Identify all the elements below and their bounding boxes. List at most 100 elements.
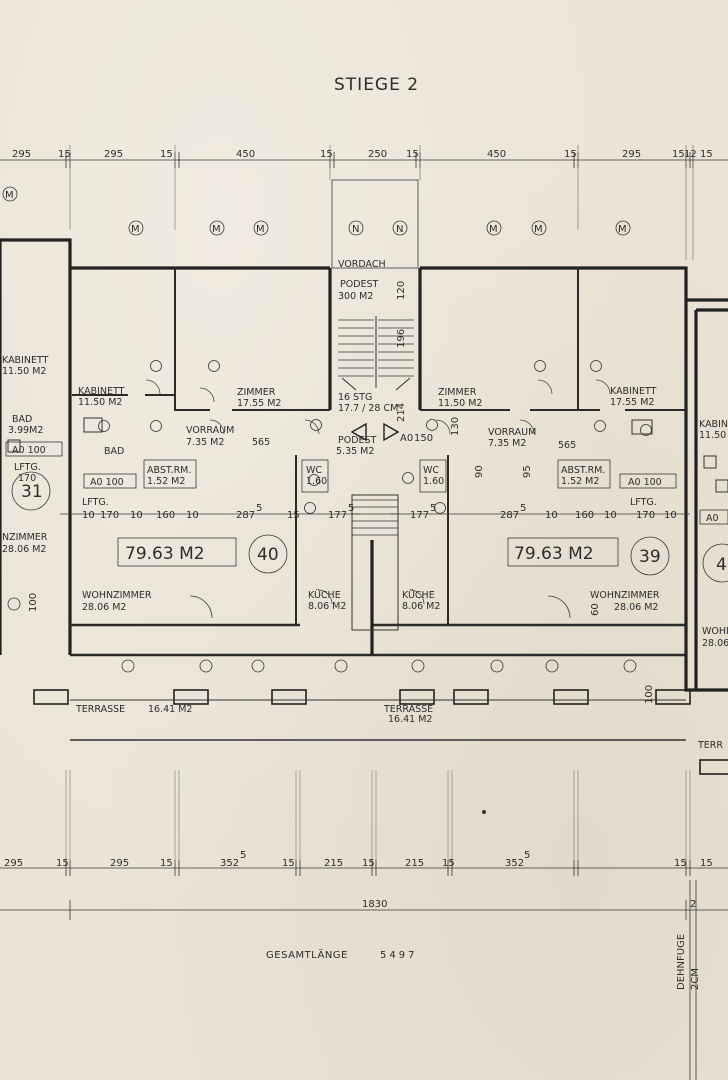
terrace-divider-2 xyxy=(271,689,307,705)
unitfr-terrasse: TERR xyxy=(697,740,723,751)
axis-marker-1: M xyxy=(131,224,140,235)
top-dim-2: 15 xyxy=(58,149,71,160)
stair-podest-top-area: 300 M2 xyxy=(338,291,373,302)
top-dim-4: 15 xyxy=(160,149,173,160)
unit40-rowdim-4: 160 xyxy=(156,510,175,521)
unit39-rowdim-8: 170 xyxy=(636,510,655,521)
unit40-rowdim-2: 170 xyxy=(100,510,119,521)
bottom-dim-9: 15 xyxy=(362,858,375,869)
unit39-rowdim-1: 177 xyxy=(410,510,429,521)
misc-dim-95: 95 xyxy=(522,465,533,478)
facade-marker-0 xyxy=(7,597,21,611)
top-dim-1: 295 xyxy=(12,149,31,160)
door-arc-7 xyxy=(547,595,571,619)
terrace-divider-4 xyxy=(453,689,489,705)
bottom-dim-1: 295 xyxy=(4,858,23,869)
top-dim-13: 12 xyxy=(684,149,697,160)
fixture-circle-8 xyxy=(310,419,322,431)
door-arc-8 xyxy=(317,589,333,605)
unit39-total-area: 79.63 M2 xyxy=(514,544,594,564)
unit39-vorraum-area: 7.35 M2 xyxy=(488,438,526,449)
unit39-terrasse-area: 16.41 M2 xyxy=(388,714,432,725)
fixture-circle-9 xyxy=(426,419,438,431)
stair-dim-196: 196 xyxy=(396,329,407,348)
unit40-a0: A0 100 xyxy=(90,477,124,488)
unit39-rowdim-2: 5 xyxy=(430,503,436,514)
door-arc-2 xyxy=(209,419,225,435)
fixture-circle-12 xyxy=(304,502,316,514)
top-dim-10: 15 xyxy=(564,149,577,160)
fixture-circle-10 xyxy=(308,474,320,486)
misc-dim-130: 130 xyxy=(450,417,461,436)
segment-dimension: 1830 2 xyxy=(0,899,728,920)
fixture-box-4 xyxy=(715,479,728,493)
unit40-kabinett: KABINETT xyxy=(78,386,125,397)
unit40-lftg: LFTG. xyxy=(82,497,109,508)
unit40-number: 40 xyxy=(257,545,279,565)
unit31-lftg: LFTG. xyxy=(14,462,41,473)
door-arc-9 xyxy=(409,589,425,605)
unit31-lftg-dim: 170 xyxy=(18,473,36,484)
unitfr-kabinett: KABIN xyxy=(699,419,728,430)
fixture-circle-1 xyxy=(208,360,220,372)
axis-marker-2: M xyxy=(212,224,221,235)
unit31-kabinett-area: 11.50 M2 xyxy=(2,366,46,377)
fixture-circle-4 xyxy=(150,420,162,432)
facade-marker-1 xyxy=(121,659,135,673)
unit40-wc: WC xyxy=(306,465,322,476)
door-arc-1 xyxy=(199,387,215,403)
axis-marker-3: M xyxy=(256,224,265,235)
fixture-circle-13 xyxy=(434,502,446,514)
unitfr-kabinett-area: 11.50 xyxy=(699,430,726,441)
unitfr-wohnzimmer-area: 28.06 xyxy=(702,638,728,649)
terrace-divider-1 xyxy=(173,689,209,705)
unit39-vorraum-dim: 565 xyxy=(558,440,576,451)
stair-arrow-right-icon xyxy=(383,422,400,442)
unit40-rowdim-10: 5 xyxy=(348,503,354,514)
facade-marker-2 xyxy=(199,659,213,673)
unit40-wohnzimmer-area: 28.06 M2 xyxy=(82,602,126,613)
unit39-rowdim-5: 10 xyxy=(545,510,558,521)
fixture-box-0 xyxy=(83,417,103,433)
door-arc-5 xyxy=(519,419,535,435)
unit39-wohnzimmer: WOHNZIMMER xyxy=(590,590,660,601)
unit40-kuche: KÜCHE xyxy=(308,590,341,601)
axis-marker-6: M xyxy=(489,224,498,235)
unit40-zimmer: ZIMMER xyxy=(237,387,276,398)
axis-marker-5: N xyxy=(396,224,403,235)
lower-reference-lines xyxy=(65,770,691,860)
unit39-rowdim-7: 10 xyxy=(604,510,617,521)
stair-podest-mid: PODEST xyxy=(338,435,377,446)
axis-lines xyxy=(69,145,694,260)
bottom-dim-6: 5 xyxy=(240,850,246,861)
door-arc-4 xyxy=(595,379,611,395)
stair-dim-120: 120 xyxy=(396,281,407,300)
unit39-a0: A0 100 xyxy=(628,477,662,488)
bottom-dim-5: 352 xyxy=(220,858,239,869)
unit40-vorraum: VORRAUM xyxy=(186,425,234,436)
unit39-kabinett-area: 17.55 M2 xyxy=(610,397,654,408)
fixture-circle-2 xyxy=(534,360,546,372)
stair-steps-count: 16 STG xyxy=(338,392,372,403)
terrace-divider-6 xyxy=(655,689,691,705)
unit39-wc-area: 1.60 xyxy=(423,476,444,487)
top-dimension-line: 295 15 295 15 450 15 250 15 450 15 295 1… xyxy=(0,149,728,168)
bottom-dim-15: 15 xyxy=(700,858,713,869)
axis-marker-8: M xyxy=(618,224,627,235)
unit40-total-area: 79.63 M2 xyxy=(125,544,205,564)
door-arc-3 xyxy=(537,379,553,395)
unit39-number: 39 xyxy=(639,547,661,567)
bottom-dim-10: 215 xyxy=(405,858,424,869)
top-dim-3: 295 xyxy=(104,149,123,160)
unit31-bad: BAD xyxy=(12,414,32,425)
unitfr-number: 4 xyxy=(716,555,727,575)
unit40-wohnzimmer: WOHNZIMMER xyxy=(82,590,152,601)
stair-a0: A0 xyxy=(400,433,413,444)
bottom-dim-11: 15 xyxy=(442,858,455,869)
plan-title: STIEGE 2 xyxy=(334,75,419,95)
unit40-kabinett-area: 11.50 M2 xyxy=(78,397,122,408)
misc-dim-90: 90 xyxy=(474,465,485,478)
unit40-rowdim-6: 287 xyxy=(236,510,255,521)
stair-steps xyxy=(338,316,414,631)
